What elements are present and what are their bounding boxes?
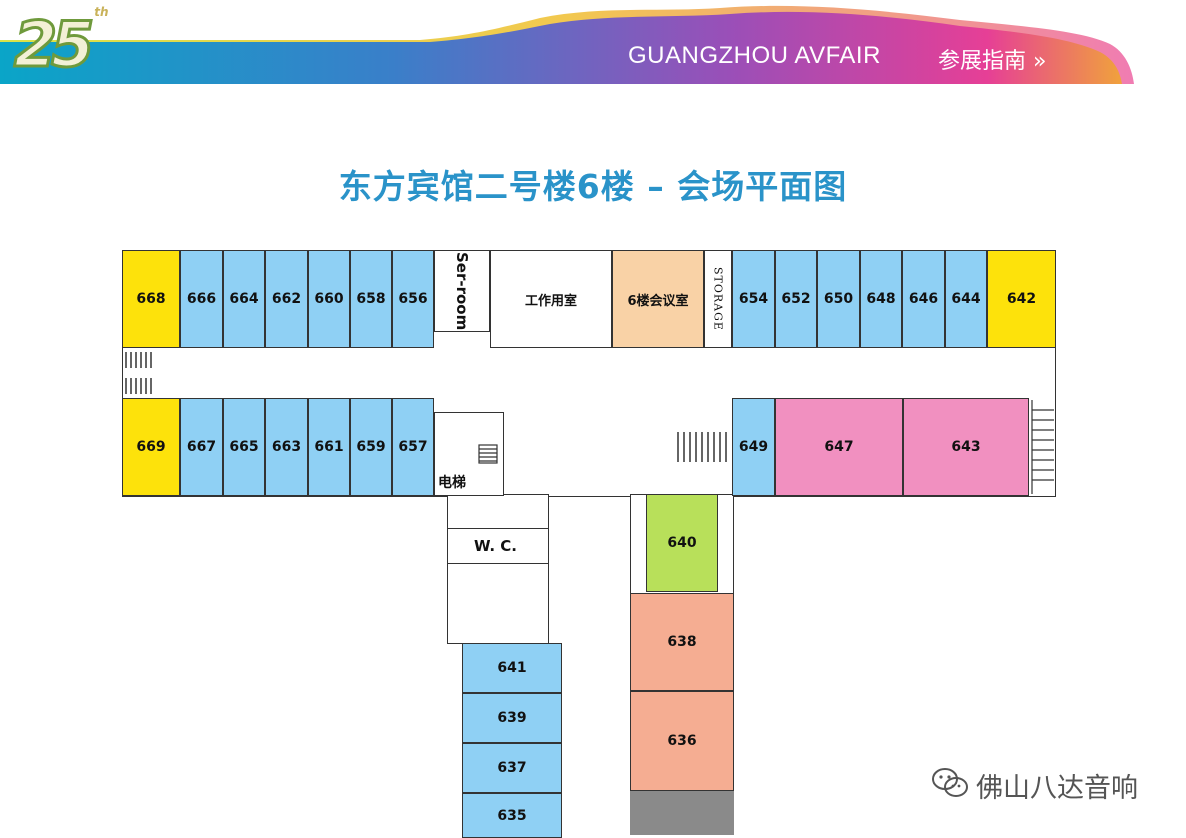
storage-room: STORAGE xyxy=(704,250,732,348)
room-641[interactable]: 641 xyxy=(462,643,562,693)
room-663[interactable]: 663 xyxy=(265,398,308,496)
service-room-label: Ser-room xyxy=(453,251,471,331)
room-649[interactable]: 649 xyxy=(732,398,775,496)
west-tower-outline xyxy=(447,494,549,644)
room-652[interactable]: 652 xyxy=(775,250,817,348)
room-646[interactable]: 646 xyxy=(902,250,945,348)
room-648[interactable]: 648 xyxy=(860,250,902,348)
room-660[interactable]: 660 xyxy=(308,250,350,348)
office-label: 工作用室 xyxy=(524,293,577,309)
east-end-stairs-icon xyxy=(1031,400,1054,494)
office-room[interactable]: 工作用室 xyxy=(490,250,612,348)
room-669[interactable]: 669 xyxy=(122,398,180,496)
room-637[interactable]: 637 xyxy=(462,743,562,793)
meeting-room[interactable]: 6楼会议室 xyxy=(612,250,704,348)
wc-block xyxy=(447,528,549,564)
room-656[interactable]: 656 xyxy=(392,250,434,348)
room-659[interactable]: 659 xyxy=(350,398,392,496)
room-635[interactable]: 635 xyxy=(462,793,562,838)
brand-name: GUANGZHOU AVFAIR xyxy=(628,42,881,69)
room-638[interactable]: 638 xyxy=(630,593,734,691)
room-643[interactable]: 643 xyxy=(903,398,1029,496)
room-647[interactable]: 647 xyxy=(775,398,903,496)
room-662[interactable]: 662 xyxy=(265,250,308,348)
room-666[interactable]: 666 xyxy=(180,250,223,348)
page-title: 东方宾馆二号楼6楼 – 会场平面图 xyxy=(338,167,848,206)
watermark-text: 佛山八达音响 xyxy=(976,773,1138,804)
elevator-label: 电梯 xyxy=(438,475,466,491)
room-664[interactable]: 664 xyxy=(223,250,265,348)
east-tower-grey-block xyxy=(630,791,734,835)
meeting-room-label: 6楼会议室 xyxy=(627,293,689,309)
elevator-area xyxy=(434,412,504,496)
header-banner xyxy=(0,5,1134,84)
room-658[interactable]: 658 xyxy=(350,250,392,348)
wc-label: W. C. xyxy=(474,537,517,555)
storage-label: STORAGE xyxy=(711,267,725,331)
room-639[interactable]: 639 xyxy=(462,693,562,743)
guide-link[interactable]: 参展指南 » xyxy=(938,49,1047,74)
room-665[interactable]: 665 xyxy=(223,398,265,496)
room-636[interactable]: 636 xyxy=(630,691,734,791)
room-640[interactable]: 640 xyxy=(646,494,718,592)
room-668[interactable]: 668 xyxy=(122,250,180,348)
room-667[interactable]: 667 xyxy=(180,398,223,496)
room-644[interactable]: 644 xyxy=(945,250,987,348)
service-room: Ser-room xyxy=(434,250,490,332)
room-657[interactable]: 657 xyxy=(392,398,434,496)
wechat-icon xyxy=(932,768,968,797)
room-642[interactable]: 642 xyxy=(987,250,1056,348)
elevator-stairs-icon xyxy=(478,444,498,464)
room-661[interactable]: 661 xyxy=(308,398,350,496)
west-stairs-icon xyxy=(125,352,152,394)
east-stairs-icon xyxy=(677,432,727,462)
room-654[interactable]: 654 xyxy=(732,250,775,348)
room-650[interactable]: 650 xyxy=(817,250,860,348)
